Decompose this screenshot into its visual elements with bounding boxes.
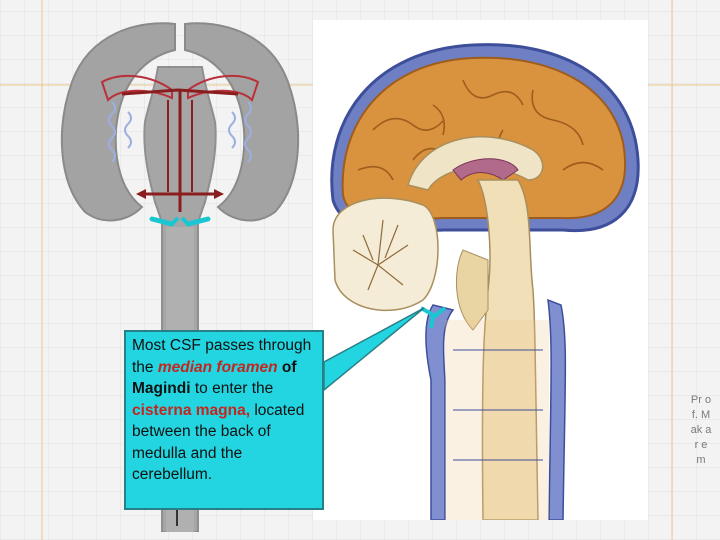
sagittal-brain-illustration [313,20,648,520]
callout-text-part2: of Magindi [132,358,297,398]
callout-term-cisterna-magna: cisterna magna, [132,401,251,419]
callout-term-median-foramen: median foramen [157,358,278,376]
side-credit-text: Pr of. M ak ar e m [690,394,712,466]
callout-textbox: Most CSF passes through the median foram… [124,330,324,510]
callout-text-part1: Most CSF passes through the [132,337,312,376]
callout-text-part3: to enter the [190,380,274,397]
callout-text-part4: located between the back of medulla and … [132,401,305,484]
